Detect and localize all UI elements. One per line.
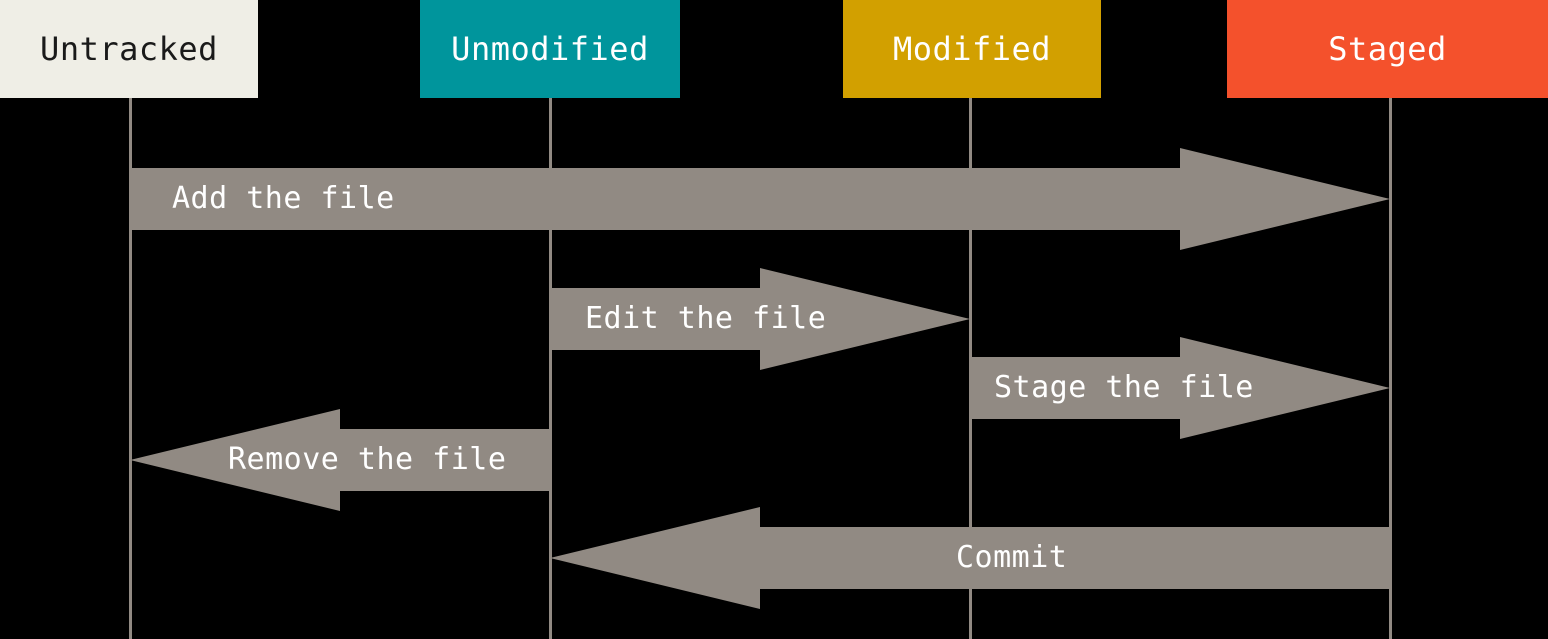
state-box-staged: Staged	[1227, 0, 1548, 98]
transition-label-commit: Commit	[956, 540, 1068, 575]
lifeline-staged	[1389, 98, 1392, 639]
state-label-staged: Staged	[1328, 30, 1447, 68]
state-label-unmodified: Unmodified	[451, 30, 649, 68]
transition-label-add-the-file: Add the file	[172, 181, 395, 216]
state-label-modified: Modified	[892, 30, 1052, 68]
lifeline-untracked	[129, 98, 132, 639]
transition-label-remove-the-file: Remove the file	[228, 442, 507, 477]
transition-label-stage-the-file: Stage the file	[994, 370, 1254, 405]
state-box-modified: Modified	[843, 0, 1101, 98]
state-box-unmodified: Unmodified	[420, 0, 680, 98]
lifeline-unmodified	[549, 98, 552, 639]
transition-label-edit-the-file: Edit the file	[585, 301, 827, 336]
state-label-untracked: Untracked	[40, 30, 218, 68]
state-box-untracked: Untracked	[0, 0, 258, 98]
